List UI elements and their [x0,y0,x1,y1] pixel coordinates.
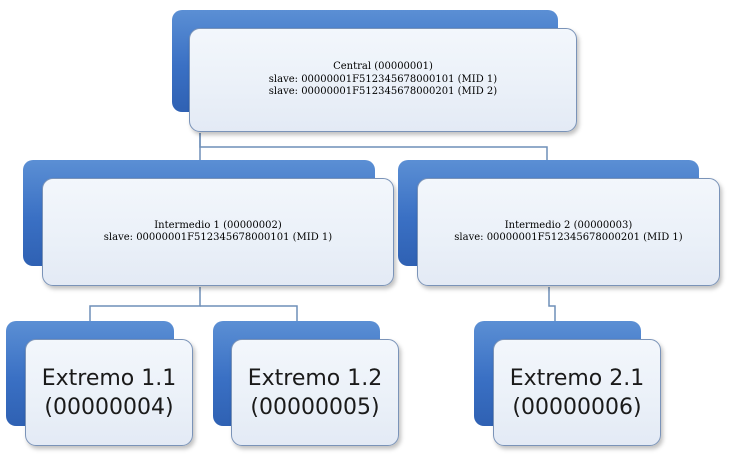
extremo-1-1-node: Extremo 1.1 (00000004) [25,339,193,446]
extremo-1-2-node-title: Extremo 1.2 [247,365,383,391]
central-node-title: Central (00000001) [333,61,433,73]
extremo-1-2-node: Extremo 1.2 (00000005) [231,339,399,446]
extremo-1-1-node-title: Extremo 1.1 [41,365,177,391]
central-node-slave-1: slave: 00000001F512345678000101 (MID 1) [268,73,498,85]
extremo-1-2-node-id: (00000005) [250,394,380,420]
central-node: Central (00000001) slave: 00000001F51234… [189,28,577,132]
extremo-2-1-node-id: (00000006) [512,394,642,420]
intermedio-2-node: Intermedio 2 (00000003) slave: 00000001F… [417,178,720,286]
intermedio-1-node-slave: slave: 00000001F512345678000101 (MID 1) [103,232,333,243]
intermedio-1-node: Intermedio 1 (00000002) slave: 00000001F… [42,178,394,286]
extremo-2-1-node: Extremo 2.1 (00000006) [493,339,661,446]
extremo-2-1-node-title: Extremo 2.1 [509,365,645,391]
central-node-slave-2: slave: 00000001F512345678000201 (MID 2) [268,86,498,98]
intermedio-1-node-title: Intermedio 1 (00000002) [154,219,282,231]
extremo-1-1-node-id: (00000004) [44,394,174,420]
intermedio-2-node-title: Intermedio 2 (00000003) [504,219,633,231]
intermedio-2-node-slave: slave: 00000001F512345678000201 (MID 1) [454,232,683,243]
